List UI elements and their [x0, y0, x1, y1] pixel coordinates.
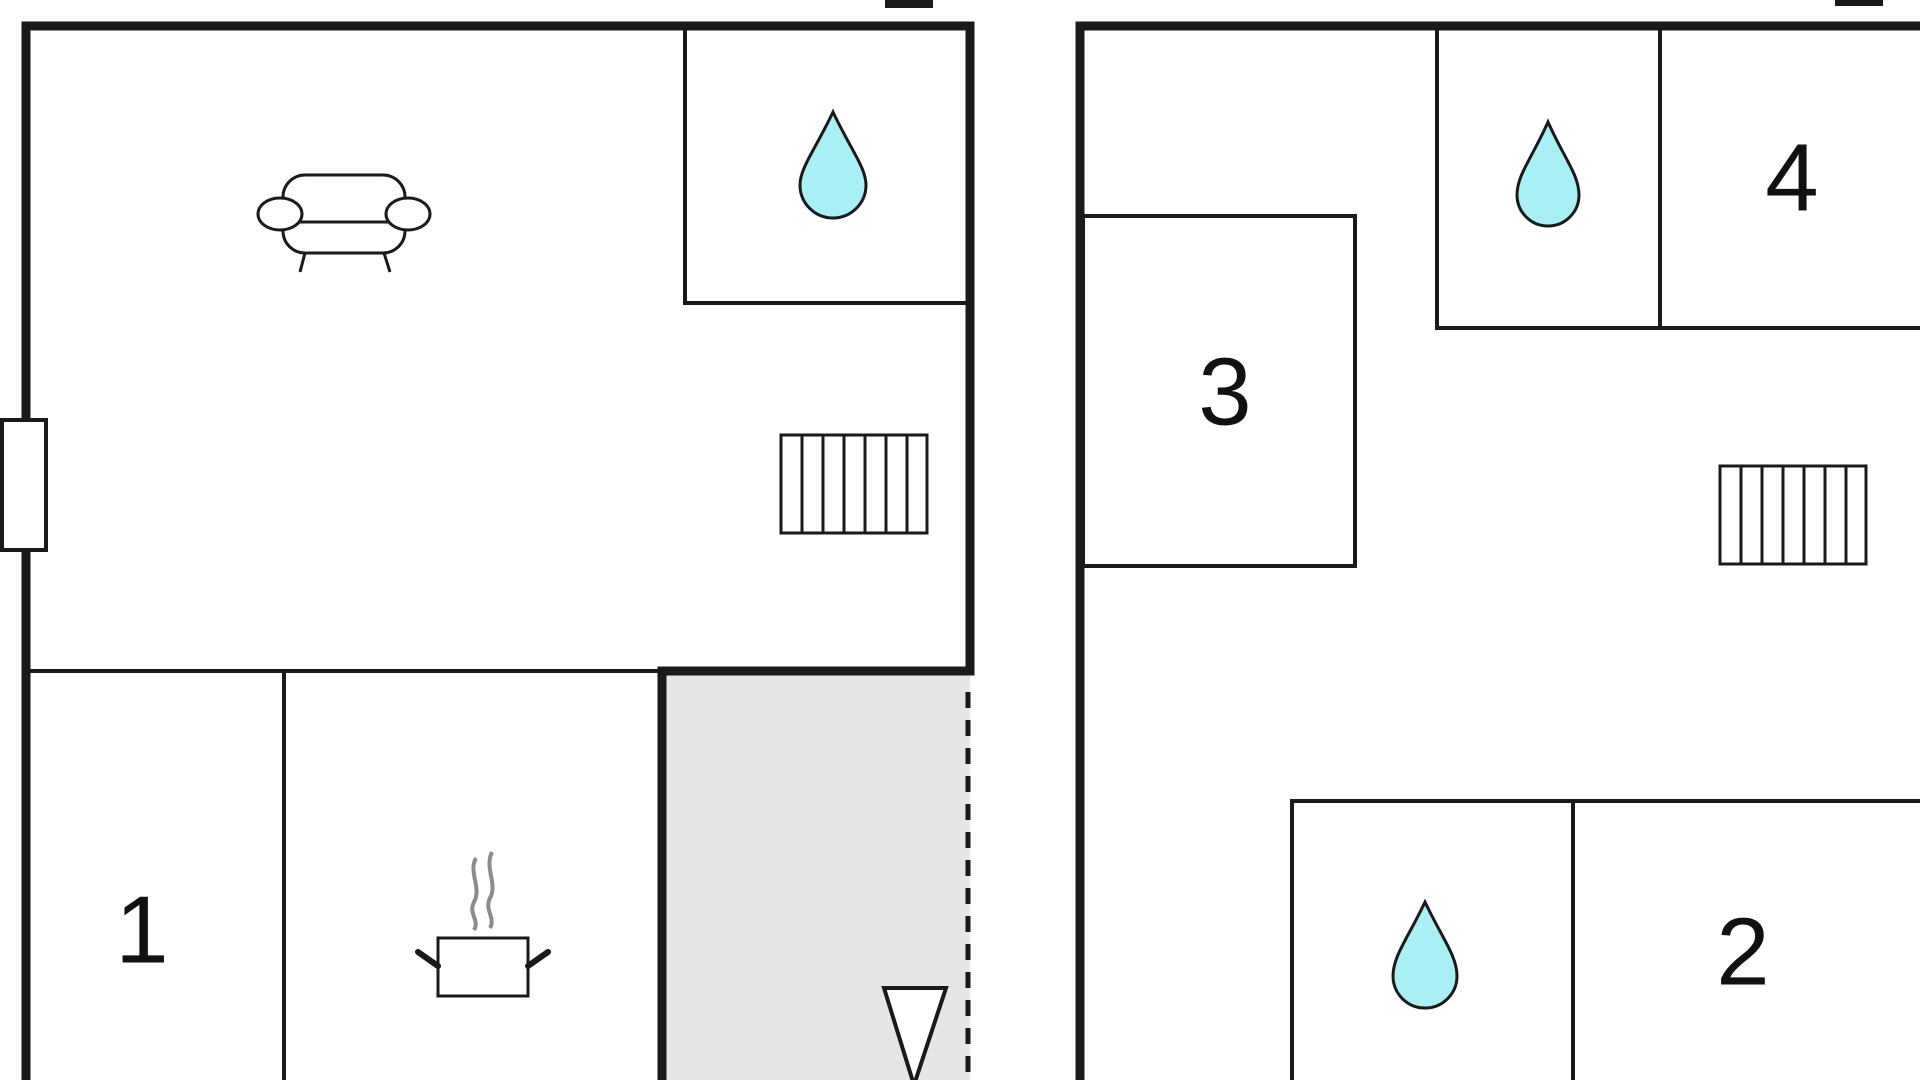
bathroom-wall [683, 24, 972, 305]
lower-rooms-walls [1290, 799, 1920, 1080]
stairs-icon [779, 433, 929, 535]
floor-plan-left: 1 [0, 0, 975, 1080]
room-label-1: 1 [115, 877, 168, 984]
entrance-arrow-icon [881, 986, 949, 1080]
wall-marker [885, 0, 933, 8]
wall-marker [1835, 0, 1883, 6]
sofa-icon [256, 173, 432, 273]
room-label-4: 4 [1765, 125, 1818, 232]
floor-plan-right: 3 4 2 [1075, 0, 1920, 1080]
window [0, 418, 48, 552]
stairs-icon [1718, 464, 1868, 566]
upper-rooms-walls [1435, 24, 1920, 330]
room-label-2: 2 [1716, 899, 1769, 1006]
room-label-3: 3 [1198, 339, 1251, 446]
cooking-pot-icon [415, 851, 551, 998]
water-drop-icon [1391, 898, 1459, 1010]
water-drop-icon [1515, 118, 1581, 228]
outer-wall [1075, 21, 1920, 1080]
room-3-walls [1081, 214, 1357, 568]
water-drop-icon [798, 108, 868, 220]
outer-wall [21, 21, 975, 1080]
